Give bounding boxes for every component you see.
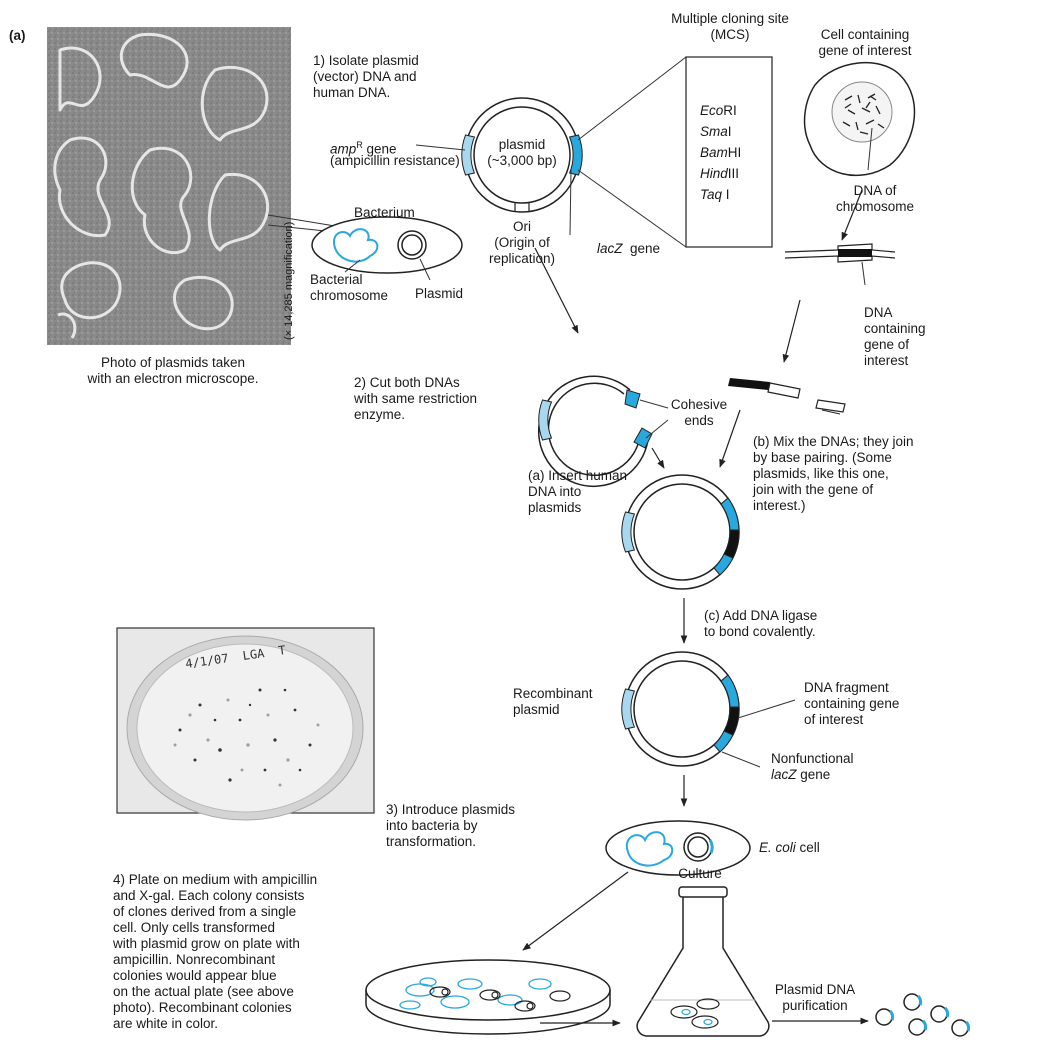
plasmid-label: Plasmid — [415, 286, 464, 301]
electron-micrograph — [47, 27, 291, 345]
mcs-title: Multiple cloning site (MCS) — [671, 11, 789, 42]
enzyme-smai: SmaI — [700, 124, 732, 139]
insert-dna-text: (a) Insert human DNA into plasmids — [528, 468, 628, 515]
vector-plasmid — [461, 97, 583, 213]
magnification-label: (× 14,285 magnification) — [283, 221, 295, 340]
step1-text: 1) Isolate plasmid (vector) DNA and huma… — [313, 53, 419, 100]
donor-cell-title: Cell containing gene of interest — [818, 27, 912, 58]
culture-label: Culture — [678, 866, 722, 881]
petri-dish — [365, 959, 611, 1035]
recombinant-plasmid-label: Recombinant plasmid — [513, 686, 593, 717]
purification-label: Plasmid DNA purification — [774, 982, 856, 1013]
ligase-text: (c) Add DNA ligase to bond covalently. — [704, 608, 818, 639]
donor-cell — [803, 62, 916, 177]
purified-plasmids — [875, 993, 971, 1037]
cut-human-dna — [728, 378, 846, 415]
step4-text: 4) Plate on medium with ampicillin and X… — [113, 872, 318, 1031]
plasmid-center-label: plasmid (~3,000 bp) — [487, 137, 557, 168]
ecoli-label: E. coli cell — [759, 840, 820, 855]
donor-dna-strand — [784, 243, 896, 286]
cohesive-ends-label: Cohesive ends — [670, 397, 728, 428]
panel-label: (a) — [9, 28, 26, 43]
amp-gene-desc: (ampicillin resistance) — [330, 153, 460, 168]
plate-photo — [116, 627, 375, 821]
culture-flask — [636, 886, 770, 1037]
flow-arrows — [522, 247, 869, 1027]
bacterial-chromosome-label: Bacterial chromosome — [310, 272, 389, 303]
ecoli-cell — [605, 820, 751, 876]
dna-gene-of-interest-label: DNA containing gene of interest — [864, 305, 926, 368]
dna-fragment-label: DNA fragment containing gene of interest — [804, 680, 900, 727]
enzyme-ecori: EcoRI — [700, 103, 737, 118]
bacterium-cell — [311, 216, 463, 281]
joined-plasmid — [621, 474, 740, 590]
nonfunctional-lacz-label: lacZ gene — [771, 767, 831, 782]
bacterium-label: Bacterium — [354, 205, 415, 220]
ori-label: Ori (Origin of replication) — [488, 219, 556, 266]
mix-dnas-text: (b) Mix the DNAs; they join by base pair… — [753, 434, 914, 513]
enzyme-taqi: Taq I — [700, 187, 730, 202]
step2-text: 2) Cut both DNAs with same restriction e… — [354, 375, 478, 422]
dna-of-chromosome-label: DNA of chromosome — [835, 183, 915, 214]
enzyme-bamhi: BamHI — [700, 145, 742, 160]
cut-plasmid — [538, 375, 669, 488]
enzyme-hindiii: HindIII — [700, 166, 740, 181]
mcs-box — [577, 56, 773, 248]
amp-gene-label: ampR gene — [330, 140, 397, 157]
nonfunctional-label: Nonfunctional — [771, 751, 854, 766]
recombinant-plasmid — [621, 651, 796, 768]
step3-text: 3) Introduce plasmids into bacteria by t… — [386, 802, 516, 849]
micrograph-caption: Photo of plasmids taken with an electron… — [87, 355, 259, 386]
lacz-gene-label: lacZ gene — [597, 241, 661, 256]
